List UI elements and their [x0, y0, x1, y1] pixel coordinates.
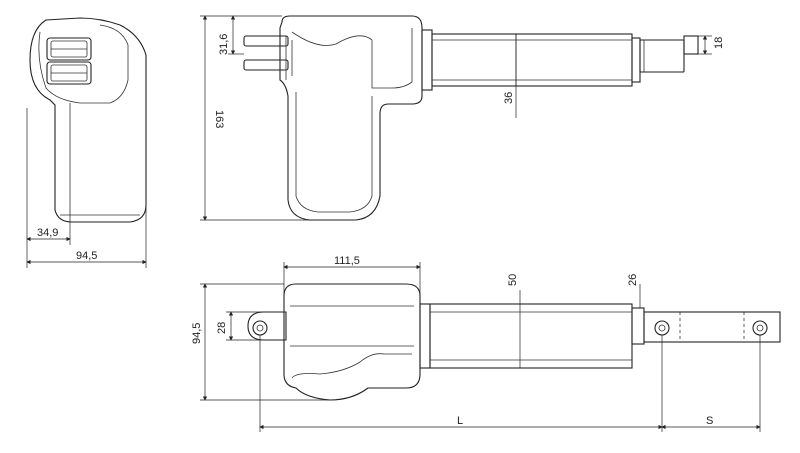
dimension-top-housing-len: 111,5: [283, 255, 421, 296]
dimension-side-depth: 34,9: [26, 108, 71, 268]
dim-eye-dia-label: 28: [216, 322, 228, 334]
dimension-tube-width: 50: [507, 274, 521, 368]
dimension-top-height: 94,5: [191, 283, 330, 401]
front-view: [243, 15, 699, 221]
dim-top-housing-len-label: 111,5: [334, 255, 360, 267]
dimension-rod-width: 26: [627, 274, 641, 308]
dim-top-height-label: 94,5: [191, 323, 203, 344]
dim-rod-width-label: 26: [627, 274, 639, 286]
dim-side-width-label: 94,5: [76, 250, 97, 262]
dim-tube-width-label: 50: [507, 274, 519, 286]
dimension-height-upper: 31,6: [218, 15, 244, 55]
dimension-eye-dia: 28: [216, 311, 264, 341]
dimension-rod-dia: 18: [698, 35, 725, 55]
dimension-stroke-S: S: [661, 335, 761, 432]
dimension-length-L: L: [259, 335, 663, 432]
dim-length-L-label: L: [457, 415, 463, 427]
dim-side-depth-label: 34,9: [37, 227, 58, 239]
dim-height-upper-label: 31,6: [218, 34, 230, 55]
dim-stroke-S-label: S: [706, 415, 713, 427]
dimension-side-width: 94,5: [26, 205, 147, 268]
dimension-height-total: 163: [200, 15, 310, 221]
top-view: [247, 283, 781, 401]
dim-height-total-label: 163: [213, 110, 225, 128]
dim-tube-dia-label: 36: [503, 92, 515, 104]
dimension-tube-dia: 36: [503, 34, 517, 118]
end-view: [29, 17, 147, 223]
dim-rod-dia-label: 18: [713, 37, 725, 49]
